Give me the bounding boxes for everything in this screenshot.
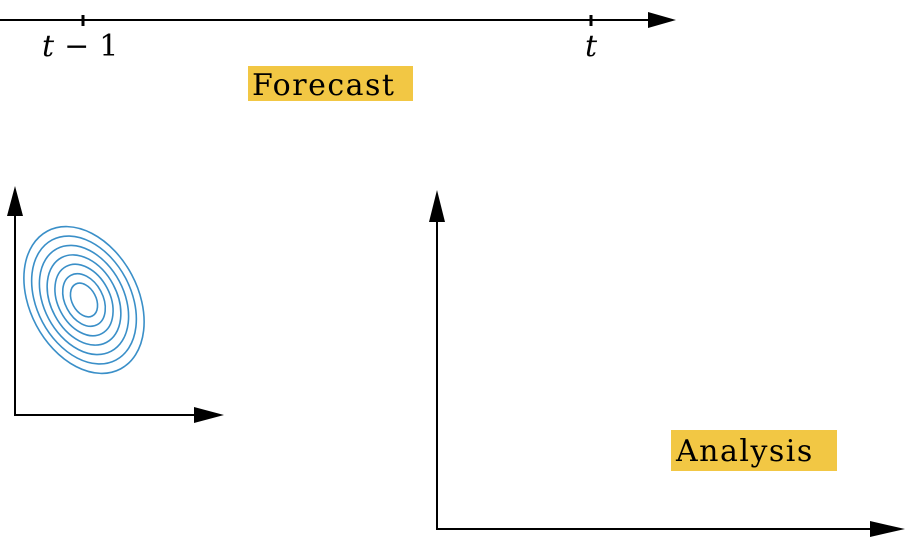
timeline-arrowhead (648, 12, 676, 28)
contour-ring (23, 225, 145, 375)
left-x-arrowhead (194, 407, 224, 423)
forecast-text: Forecast (252, 68, 395, 103)
contour-ring (69, 282, 99, 318)
forecast-highlight (248, 66, 413, 101)
contour-ring (38, 244, 130, 356)
left-plot (7, 186, 224, 423)
timeline: t−1 t (0, 12, 676, 64)
forecast-label: Forecast (248, 66, 413, 103)
contour-ring (46, 254, 122, 346)
right-y-arrowhead (429, 190, 445, 222)
contour-ring (61, 272, 107, 328)
contour-ring (30, 235, 138, 365)
gaussian-contours (23, 225, 145, 375)
left-y-arrowhead (7, 186, 23, 216)
tick-label-t-minus-1: t−1 (42, 29, 118, 64)
right-x-arrowhead (870, 521, 905, 537)
tick-label-t: t (585, 29, 598, 64)
analysis-highlight (671, 430, 837, 471)
analysis-label: Analysis (671, 430, 837, 471)
analysis-text: Analysis (675, 434, 814, 469)
right-plot (429, 190, 905, 537)
contour-ring (54, 263, 114, 337)
